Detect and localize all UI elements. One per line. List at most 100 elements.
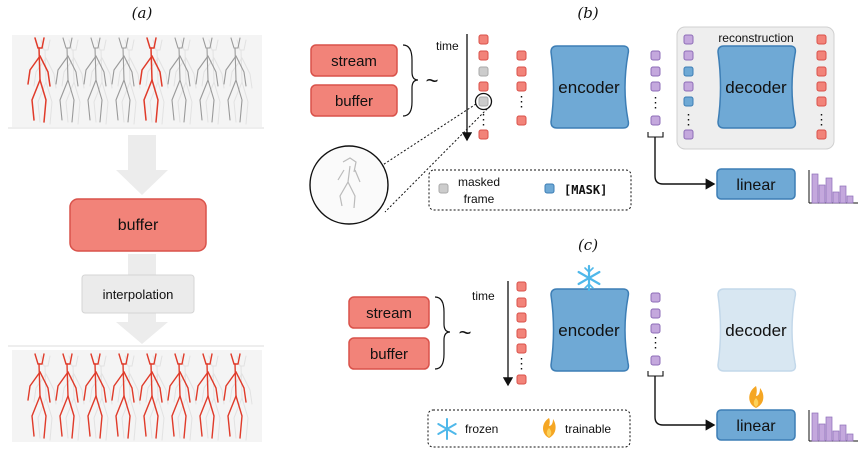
skeleton-figure-stroke (122, 363, 125, 397)
down-arrow-1 (116, 135, 168, 195)
skeleton-figure-stroke (45, 397, 53, 441)
skeleton-figure-stroke (111, 55, 125, 85)
skeleton-figure-stroke (199, 79, 209, 121)
skeleton-figure-stroke (178, 47, 181, 81)
skeleton-figure-stroke (179, 79, 187, 123)
skeleton-figure-stroke (235, 395, 243, 439)
skeleton-figure-stroke (206, 47, 209, 81)
skeleton-figure-stroke (235, 55, 247, 87)
reconstructed-tokens: ⋮ (815, 34, 829, 140)
skeleton-figure-stroke (115, 395, 125, 437)
c-tilde: ~ (459, 320, 472, 345)
skeleton-figure-stroke (143, 79, 153, 121)
b-buffer-label: buffer (335, 93, 373, 110)
skeleton-figure-stroke (121, 81, 131, 123)
skeleton-figure-stroke (139, 55, 153, 85)
skeleton-figure-stroke (45, 57, 57, 89)
c-buffer-box (348, 337, 430, 370)
skeleton-figure-stroke (177, 397, 187, 439)
skeleton-figure-stroke (101, 373, 113, 405)
legend-masked-line2: frame (464, 192, 495, 206)
skeleton-figure-stroke (118, 37, 129, 49)
legend-masked-line1: masked (458, 175, 500, 189)
skeleton-figure-stroke (73, 81, 81, 125)
c-encoder (550, 288, 630, 372)
skeleton-figure-stroke (90, 353, 101, 365)
skeleton-figure-stroke (38, 363, 41, 397)
skeleton-figure-stroke (129, 81, 137, 125)
skeleton-figure-stroke (167, 371, 181, 401)
legend-frozen-label: frozen (465, 422, 498, 436)
c-legend (427, 409, 631, 448)
b-stream-label: stream (331, 53, 377, 70)
histogram-icon (808, 170, 858, 204)
skeleton-figure-stroke (241, 397, 249, 441)
panel-c-label: (c) (578, 236, 598, 254)
skeleton-figure-stroke (150, 363, 153, 397)
skeleton-figure-stroke (115, 79, 125, 121)
flame-icon (749, 386, 764, 408)
legend-mask-swatch (544, 183, 555, 194)
b-embedded-tokens: ⋮ (515, 50, 529, 126)
skeleton-figure-stroke (27, 371, 41, 401)
skeleton-figure-stroke (205, 81, 215, 123)
skeleton-figure-stroke (66, 47, 69, 81)
skeleton-figure-stroke (207, 55, 219, 87)
skeleton-figure-stroke (59, 395, 69, 437)
skeleton-figure-stroke (93, 81, 103, 123)
skeleton-figure-stroke (151, 79, 159, 123)
b-linear-arrow (654, 137, 716, 190)
skeleton-figure-stroke (229, 57, 243, 87)
skeleton-figure-stroke (157, 373, 169, 405)
skeleton-figure-stroke (241, 57, 253, 89)
skeleton-figure-stroke (101, 397, 109, 441)
skeleton-figure-stroke (39, 371, 51, 403)
interpolation-box (81, 274, 195, 314)
skeleton-figure-stroke (67, 55, 79, 87)
c-encoder-label: encoder (558, 321, 620, 340)
skeleton-figure-stroke (90, 37, 101, 49)
skeleton-figure-stroke (157, 397, 165, 441)
skeleton-figure-stroke (143, 395, 153, 437)
skeleton-figure-stroke (227, 395, 237, 437)
skeleton-figure-stroke (101, 57, 113, 89)
skeleton-figure-stroke (213, 81, 221, 125)
legend-mask-label: [MASK] (564, 183, 607, 197)
skeleton-figure-stroke (62, 353, 73, 365)
skeleton-figure-stroke (93, 397, 103, 439)
skeleton-figure-stroke (39, 79, 47, 123)
skeleton-figure-stroke (118, 353, 129, 365)
b-encoder (550, 45, 630, 129)
skeleton-figure-stroke (157, 81, 165, 125)
svg-text:⋮: ⋮ (649, 94, 663, 110)
skeleton-figure-stroke (73, 373, 85, 405)
c-input-tokens: ⋮ (515, 281, 529, 385)
skeleton-figure-stroke (65, 81, 75, 123)
svg-text:⋮: ⋮ (682, 111, 696, 127)
svg-text:⋮: ⋮ (515, 93, 529, 109)
skeleton-figure-stroke (122, 47, 125, 81)
skeleton-figure-stroke (83, 371, 97, 401)
b-stream-box (310, 44, 398, 77)
masked-token (478, 96, 489, 107)
skeleton-figure-stroke (173, 57, 187, 87)
skeleton-figure-stroke (213, 373, 225, 405)
skeleton-figure-stroke (95, 395, 103, 439)
skeleton-figure-stroke (101, 81, 109, 125)
masked-token (478, 66, 489, 77)
skeleton-figure-stroke (95, 371, 107, 403)
skeleton-figure-stroke (31, 395, 41, 437)
skeleton-figure-stroke (235, 371, 247, 403)
skeleton-figure-stroke (202, 353, 213, 365)
skeleton-figure-stroke (111, 371, 125, 401)
skeleton-figure-stroke (207, 395, 215, 439)
c-latent-tokens: ⋮ (649, 292, 663, 366)
skeleton-figure-stroke (195, 55, 209, 85)
skeleton-figure-stroke (55, 55, 69, 85)
bottom-skeleton-strip (8, 345, 264, 442)
skeleton-figure-stroke (185, 397, 193, 441)
c-buffer-label: buffer (370, 346, 408, 363)
skeleton-figure-stroke (38, 47, 41, 81)
legend-snowflake-icon (437, 418, 457, 440)
